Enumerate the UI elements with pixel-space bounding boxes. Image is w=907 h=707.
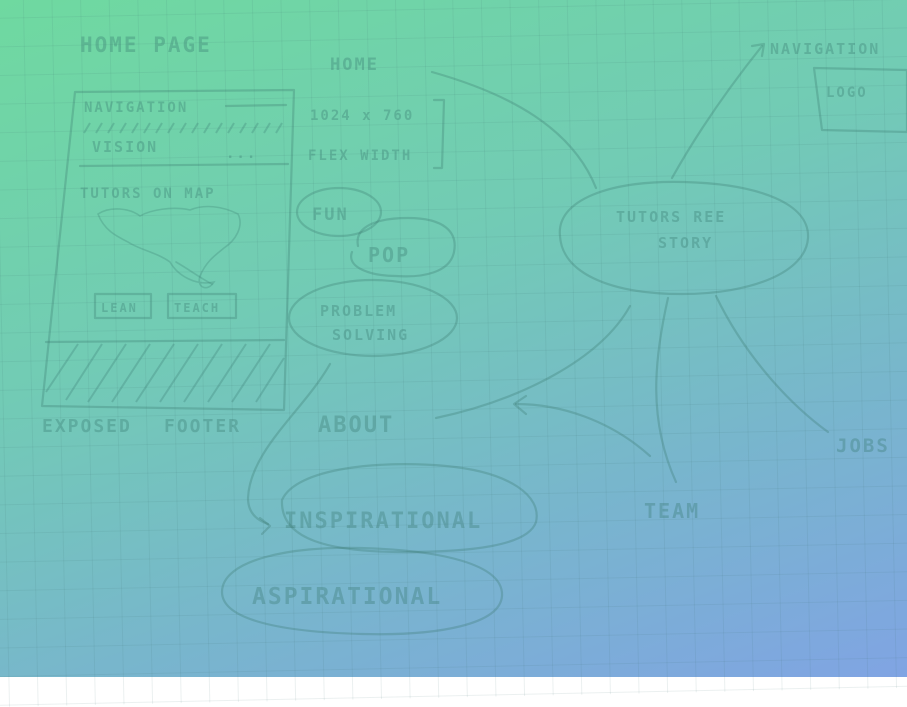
map-sketch <box>97 205 241 289</box>
wireframe-vision-label: VISION <box>92 138 158 156</box>
mindmap: TUTORS REE STORY NAVIGATION LOGO ABOUT T… <box>318 40 907 523</box>
mindmap-logo-label: LOGO <box>826 85 868 101</box>
wireframe-frame <box>40 88 296 412</box>
wireframe-button-right-label: TEACH <box>174 301 220 315</box>
bubble-inspirational <box>280 463 538 554</box>
notes: HOME 1024 x 760 FLEX WIDTH <box>308 55 446 170</box>
line-to-navigation <box>670 44 764 180</box>
mindmap-center-label-2: STORY <box>658 234 713 252</box>
line-to-about <box>434 304 632 420</box>
bubble-pop-label: POP <box>368 243 410 267</box>
line-to-home <box>430 70 598 190</box>
mindmap-jobs-label: JOBS <box>836 435 890 457</box>
homepage-wireframe: HOME PAGE NAVIGATION VISION ... TUTORS O… <box>40 33 296 437</box>
note-flex-width: FLEX WIDTH <box>308 148 412 164</box>
wireframe-button-left-label: LEAN <box>101 301 138 315</box>
mindmap-center-bubble <box>558 180 810 296</box>
bubble-inspirational-label: INSPIRATIONAL <box>284 509 482 534</box>
section-rule <box>78 162 290 168</box>
mindmap-logo-box <box>812 66 907 134</box>
mindmap-navigation-label: NAVIGATION <box>770 40 880 58</box>
bubble-pop <box>350 216 456 278</box>
whiteboard-sketch: HOME PAGE NAVIGATION VISION ... TUTORS O… <box>40 33 907 636</box>
team-to-about-arrow <box>514 402 652 458</box>
nav-hatch <box>83 122 283 134</box>
note-size: 1024 x 760 <box>310 108 414 124</box>
bubble-aspirational-label: ASPIRATIONAL <box>252 584 442 610</box>
gradient-background <box>0 0 907 677</box>
note-home: HOME <box>330 55 379 75</box>
bubble-fun-label: FUN <box>312 205 349 225</box>
bubble-problem-label-2: SOLVING <box>332 326 409 344</box>
footer-rule <box>44 338 286 344</box>
wireframe-caption-right: FOOTER <box>164 416 241 437</box>
wireframe-title: HOME PAGE <box>80 33 212 57</box>
wireframe-button-left <box>93 292 153 320</box>
bubble-aspirational <box>220 546 504 636</box>
mindmap-about-label: ABOUT <box>318 413 394 438</box>
wireframe-map-label: TUTORS ON MAP <box>80 186 216 202</box>
mindmap-center-label-1: TUTORS REE <box>616 208 726 226</box>
bubble-problem-label-1: PROBLEM <box>320 302 397 320</box>
nav-rule <box>224 103 288 108</box>
wireframe-button-right <box>166 292 238 320</box>
bubble-fun <box>295 186 383 238</box>
wireframe-navigation-label: NAVIGATION <box>84 100 188 116</box>
line-to-team <box>655 296 678 484</box>
bubble-problem-solving <box>287 278 459 358</box>
bubbles: FUN POP PROBLEM SOLVING INSPIRATIONAL AS… <box>220 186 538 636</box>
footer-hatch <box>45 343 285 403</box>
wireframe-caption-left: EXPOSED <box>42 416 132 437</box>
connector-to-inspirational <box>246 362 332 526</box>
mindmap-team-label: TEAM <box>644 499 700 523</box>
line-to-jobs <box>714 294 830 434</box>
note-bracket <box>432 98 446 170</box>
wireframe-vision-dots: ... <box>226 146 257 162</box>
